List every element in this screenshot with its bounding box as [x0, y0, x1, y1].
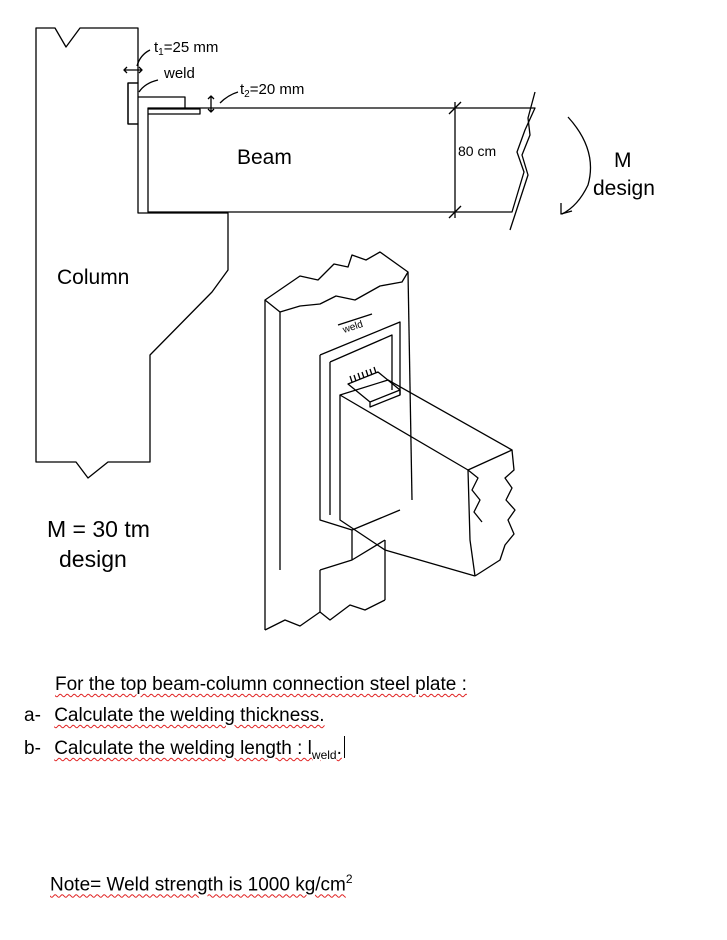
moment-arc [561, 116, 592, 215]
depth-tick-top [448, 101, 462, 115]
moment-word: design [593, 177, 655, 200]
question-a-marker: a- [24, 705, 41, 726]
note: Note= Weld strength is 1000 kg/cm2 [50, 872, 353, 896]
note-sup: 2 [345, 872, 353, 886]
t2-leader [219, 91, 239, 104]
top-plate-lower [148, 108, 201, 115]
question-b-sub: weld [311, 747, 337, 762]
depth-tick-bottom [448, 205, 462, 219]
iso-beam-break [467, 449, 516, 577]
top-plate [138, 96, 186, 109]
t1-leader [136, 49, 151, 67]
iso-column-notch [319, 530, 386, 571]
iso-beam-left [339, 395, 386, 551]
iso-weld-label: weld [341, 319, 365, 336]
moment-symbol: M [614, 149, 632, 172]
moment-arrowhead [560, 203, 573, 215]
iso-cutout-outer [319, 321, 401, 531]
t2-dim [207, 95, 215, 113]
weld-label: weld [163, 65, 195, 82]
note-text: Note= Weld strength is 1000 kg/cm [50, 874, 346, 896]
t1-label: t1=25 mm [154, 39, 218, 58]
design-moment-line2: design [59, 546, 127, 572]
depth-label: 80 cm [458, 143, 496, 159]
question-intro: For the top beam-column connection steel… [55, 674, 467, 696]
text-cursor [343, 736, 345, 758]
question-a-text: Calculate the welding thickness. [54, 705, 325, 726]
beam-outline [147, 107, 536, 213]
iso-beam-bottom [384, 549, 476, 577]
iso-cutout-inner [329, 334, 393, 515]
t2-label: t2=20 mm [240, 81, 304, 100]
weld-bead [127, 82, 139, 125]
beam-break-line [509, 91, 536, 231]
iso-column-top [264, 251, 409, 313]
design-moment-line1: M = 30 tm [47, 516, 150, 542]
question-b-marker: b- [24, 738, 41, 759]
iso-beam-top [339, 379, 513, 471]
question-a: a- Calculate the welding thickness. [24, 705, 325, 727]
iso-column-bottom-break [264, 599, 386, 631]
iso-weld-hatching [349, 366, 377, 383]
iso-column-side [407, 271, 413, 501]
iso-beam-front [467, 469, 476, 577]
t1-dim [123, 66, 143, 74]
iso-weld-leader [337, 313, 373, 326]
question-b: b- Calculate the welding length : lweld. [24, 736, 345, 762]
column-label: Column [57, 266, 129, 289]
beam-label: Beam [237, 146, 292, 169]
question-b-text: Calculate the welding length : lweld. [54, 738, 342, 762]
question-intro-text: For the top beam-column connection steel… [55, 674, 467, 695]
weld-leader [138, 79, 159, 93]
column-outline [35, 27, 229, 479]
